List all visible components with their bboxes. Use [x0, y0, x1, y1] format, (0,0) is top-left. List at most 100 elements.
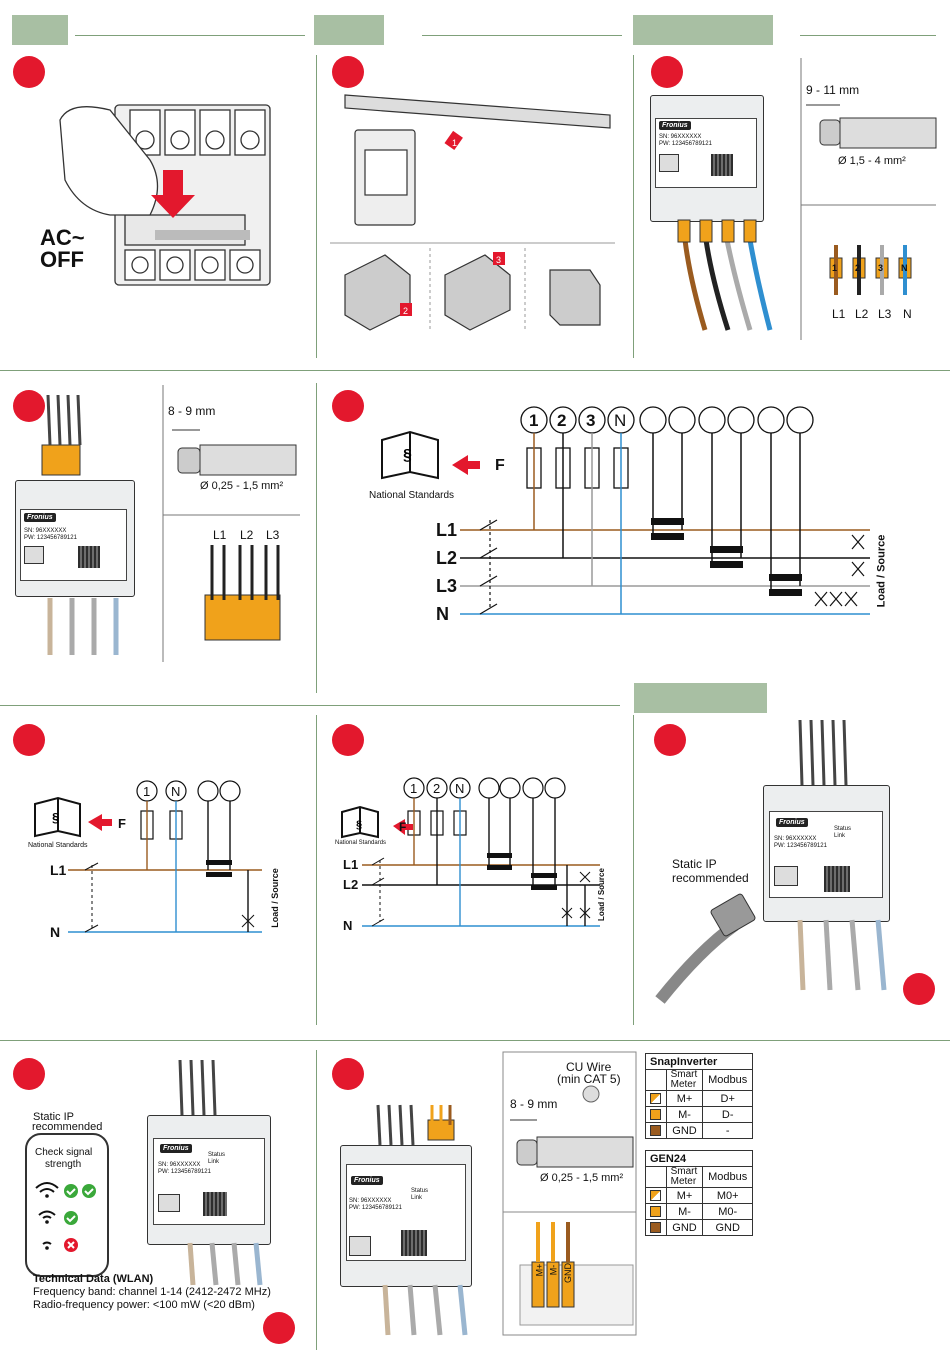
table-row: M-M0-	[645, 1203, 753, 1220]
standards-label: National Standards	[369, 490, 455, 501]
wire-label-l1: L1	[832, 307, 846, 321]
brand-logo: Fronius	[160, 1144, 192, 1153]
wlan-wires-art	[178, 1059, 263, 1286]
ethernet-port	[774, 866, 798, 886]
header-tab-3	[633, 15, 773, 45]
fuse-label: F	[399, 820, 407, 834]
tech-data-title: Technical Data (WLAN)	[33, 1273, 154, 1285]
terminal-1: 1	[832, 263, 838, 273]
modbus-wiring-art	[376, 1051, 637, 1336]
line-l3: L3	[436, 576, 458, 596]
cell-meter: M-	[665, 1106, 704, 1123]
divider-h1	[0, 370, 950, 371]
divider-h3	[0, 1040, 950, 1041]
cell-modbus: -	[702, 1122, 753, 1139]
line-l1: L1	[436, 520, 458, 540]
step-marker	[13, 1058, 45, 1090]
header-tab-4	[634, 683, 767, 713]
status-led: Status	[411, 1188, 429, 1194]
group-l2: L2	[240, 528, 254, 542]
smart-meter: Fronius SN: 96XXXXXX PW: 123456789121	[15, 480, 135, 597]
brand-logo: Fronius	[659, 121, 691, 130]
line-n: N	[343, 918, 353, 933]
table-title: GEN24	[645, 1150, 753, 1167]
smart-meter: Fronius SN: 96XXXXXX PW: 123456789121	[650, 95, 764, 222]
ethernet-port	[158, 1194, 180, 1212]
qr-code	[203, 1192, 227, 1216]
tech-data-power: Radio-frequency power: <100 mW (<20 dBm)	[33, 1299, 255, 1311]
table-row: M+D+	[645, 1090, 753, 1107]
meter-pw: PW: 123456789121	[349, 1205, 402, 1211]
col-meter-line1: Smart	[670, 1166, 698, 1177]
terminal-gnd: GND	[563, 1263, 573, 1283]
terminal-n: N	[901, 263, 908, 273]
wire-label-l3: L3	[878, 307, 892, 321]
smart-meter: Fronius SN: 96XXXXXX PW: 123456789121 St…	[340, 1145, 472, 1287]
ac-off-label: AC~ OFF	[40, 227, 85, 271]
link-led: Link	[411, 1195, 423, 1201]
load-source-label: Load / Source	[269, 868, 280, 928]
cu-wire-line2: (min CAT 5)	[557, 1072, 621, 1086]
ethernet-port	[349, 1236, 371, 1256]
step-marker	[332, 56, 364, 88]
cell-modbus: M0-	[702, 1203, 753, 1220]
meter-sn: SN: 96XXXXXX	[774, 836, 817, 842]
static-ip-label: Static IP recommended	[672, 857, 749, 885]
divider-v2	[633, 55, 634, 358]
cell-modbus: D+	[702, 1090, 753, 1107]
standards-label: National Standards	[335, 840, 387, 846]
cell-meter: M+	[665, 1187, 704, 1204]
terminal-3: 3	[586, 411, 596, 430]
header-tab-1	[12, 15, 68, 45]
cell-meter: GND	[665, 1122, 704, 1139]
cell-meter: GND	[665, 1219, 704, 1236]
divider-v5	[633, 715, 634, 1025]
col-meter-line2: Meter	[670, 1079, 697, 1090]
check-signal-line1: Check signal	[35, 1147, 93, 1158]
meter-pw: PW: 123456789121	[659, 141, 712, 147]
tech-data-frequency: Frequency band: channel 1-14 (2412-2472 …	[33, 1286, 271, 1298]
line-l2: L2	[436, 548, 458, 568]
brand-logo: Fronius	[776, 818, 808, 827]
qr-code	[78, 546, 100, 568]
line-l1: L1	[50, 862, 67, 878]
header-rule-1	[75, 35, 305, 36]
terminal-2: 2	[855, 263, 861, 273]
schematic-2phase: §	[341, 777, 600, 927]
breaker-illustration	[59, 104, 271, 286]
main-wires	[677, 58, 937, 340]
table-row: M-D-	[645, 1106, 753, 1123]
qr-code	[824, 866, 850, 892]
din-rail-illustration: 1 2 3	[330, 94, 615, 331]
divider-v6	[316, 1050, 317, 1350]
meter-pw: PW: 123456789121	[774, 843, 827, 849]
link-led: Link	[208, 1159, 220, 1165]
table-title: SnapInverter	[645, 1053, 753, 1070]
line-n: N	[50, 924, 61, 940]
terminal-1: 1	[529, 411, 539, 430]
check-signal-line2: strength	[45, 1159, 82, 1170]
qr-code	[401, 1230, 427, 1256]
svg-text:§: §	[403, 447, 412, 464]
header-tab-2	[314, 15, 384, 45]
step-marker	[13, 724, 45, 756]
static-ip-line1: Static IP	[33, 1111, 74, 1123]
lan-cable-art	[655, 719, 887, 1004]
step-marker	[654, 724, 686, 756]
strip-length-label: 8 - 9 mm	[168, 404, 216, 418]
divider-v1	[316, 55, 317, 358]
divider-h2	[0, 705, 620, 706]
fuse-label: F	[495, 457, 505, 474]
wire-size-label: Ø 0,25 - 1,5 mm²	[540, 1172, 624, 1184]
status-led: Status	[834, 826, 852, 832]
terminal-n: N	[171, 784, 181, 799]
step-num-1: 1	[452, 138, 457, 148]
line-l2: L2	[343, 877, 359, 892]
ethernet-port	[24, 546, 44, 564]
meter-pw: PW: 123456789121	[24, 535, 77, 541]
step-num-3: 3	[496, 255, 501, 265]
col-meter-line2: Meter	[670, 1176, 697, 1187]
strip-length-label: 8 - 9 mm	[510, 1097, 558, 1111]
